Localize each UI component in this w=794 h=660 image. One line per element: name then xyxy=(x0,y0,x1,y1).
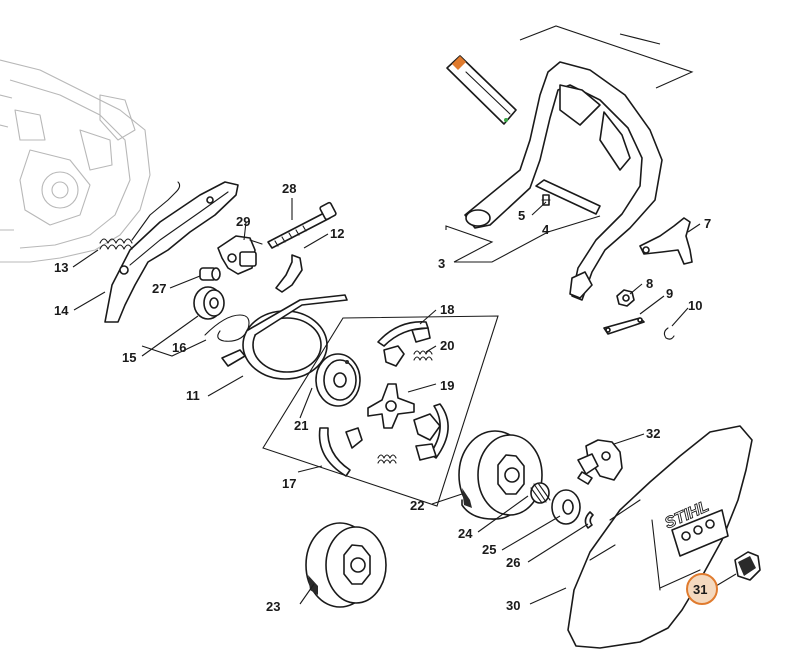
callout-8: 8 xyxy=(646,276,653,291)
callout-23: 23 xyxy=(266,599,280,614)
part-32-tensioner xyxy=(577,439,623,485)
callout-labels: 3 4 5 7 8 9 10 11 12 13 14 15 16 17 18 1… xyxy=(54,181,711,614)
part-10-clip xyxy=(663,327,675,340)
callout-16: 16 xyxy=(172,340,186,355)
callout-4: 4 xyxy=(542,222,550,237)
callout-32: 32 xyxy=(646,426,660,441)
part-5-screw xyxy=(541,194,551,206)
part-28-bolt xyxy=(267,201,337,249)
callout-18: 18 xyxy=(440,302,454,317)
clutch-group-box xyxy=(262,315,499,507)
part-15-roller xyxy=(193,286,225,320)
callout-15: 15 xyxy=(122,350,136,365)
part-30-sprocket-cover xyxy=(567,425,753,649)
part-29-lever xyxy=(217,235,263,275)
part-20-spring xyxy=(413,350,433,361)
part-25-washer xyxy=(551,489,581,525)
clutch-small-spring xyxy=(377,454,397,464)
hand-guard-label-strip xyxy=(446,55,517,125)
callout-30: 30 xyxy=(506,598,520,613)
callout-10: 10 xyxy=(688,298,702,313)
callout-21: 21 xyxy=(294,418,308,433)
callout-11: 11 xyxy=(186,388,200,403)
part-11-brake-band xyxy=(221,294,348,380)
part-26-e-clip xyxy=(584,511,594,529)
callout-29: 29 xyxy=(236,214,250,229)
part-18-clutch-shoe xyxy=(377,321,431,367)
part-12-bracket xyxy=(275,254,303,293)
part-24-needle-bearing xyxy=(530,482,551,504)
part-7-lever xyxy=(639,217,693,265)
callout-9: 9 xyxy=(666,286,673,301)
leader-lines xyxy=(72,25,737,605)
callout-31: 31 xyxy=(693,582,707,597)
callout-13: 13 xyxy=(54,260,68,275)
part-31-collar-nut xyxy=(734,551,761,581)
callout-14: 14 xyxy=(54,303,69,318)
part-4-bracket xyxy=(535,179,601,215)
callout-26: 26 xyxy=(506,555,520,570)
part-22-sprocket-drum xyxy=(458,430,543,520)
part-9-link xyxy=(603,317,645,335)
callout-7: 7 xyxy=(704,216,711,231)
callout-12: 12 xyxy=(330,226,344,241)
callout-19: 19 xyxy=(440,378,454,393)
engine-housing-ghost xyxy=(0,59,151,263)
part-8-nut xyxy=(616,289,635,307)
callout-20: 20 xyxy=(440,338,454,353)
callout-17: 17 xyxy=(282,476,296,491)
callout-5: 5 xyxy=(518,208,525,223)
part-21-clutch-plate xyxy=(315,353,361,407)
callout-22: 22 xyxy=(410,498,424,513)
part-19-clutch-hub xyxy=(367,383,415,429)
callout-25: 25 xyxy=(482,542,496,557)
part-13-spring xyxy=(99,181,181,250)
part-17-clutch-shoes xyxy=(318,403,449,477)
callout-3: 3 xyxy=(438,256,445,271)
part-14-brake-cover xyxy=(104,181,239,323)
callout-28: 28 xyxy=(282,181,296,196)
part-27-bushing xyxy=(199,267,221,281)
part-23-spur-sprocket xyxy=(305,522,387,608)
callout-24: 24 xyxy=(458,526,473,541)
callout-27: 27 xyxy=(152,281,166,296)
part-3-hand-guard xyxy=(464,61,663,301)
callout-31-highlight xyxy=(686,573,718,605)
